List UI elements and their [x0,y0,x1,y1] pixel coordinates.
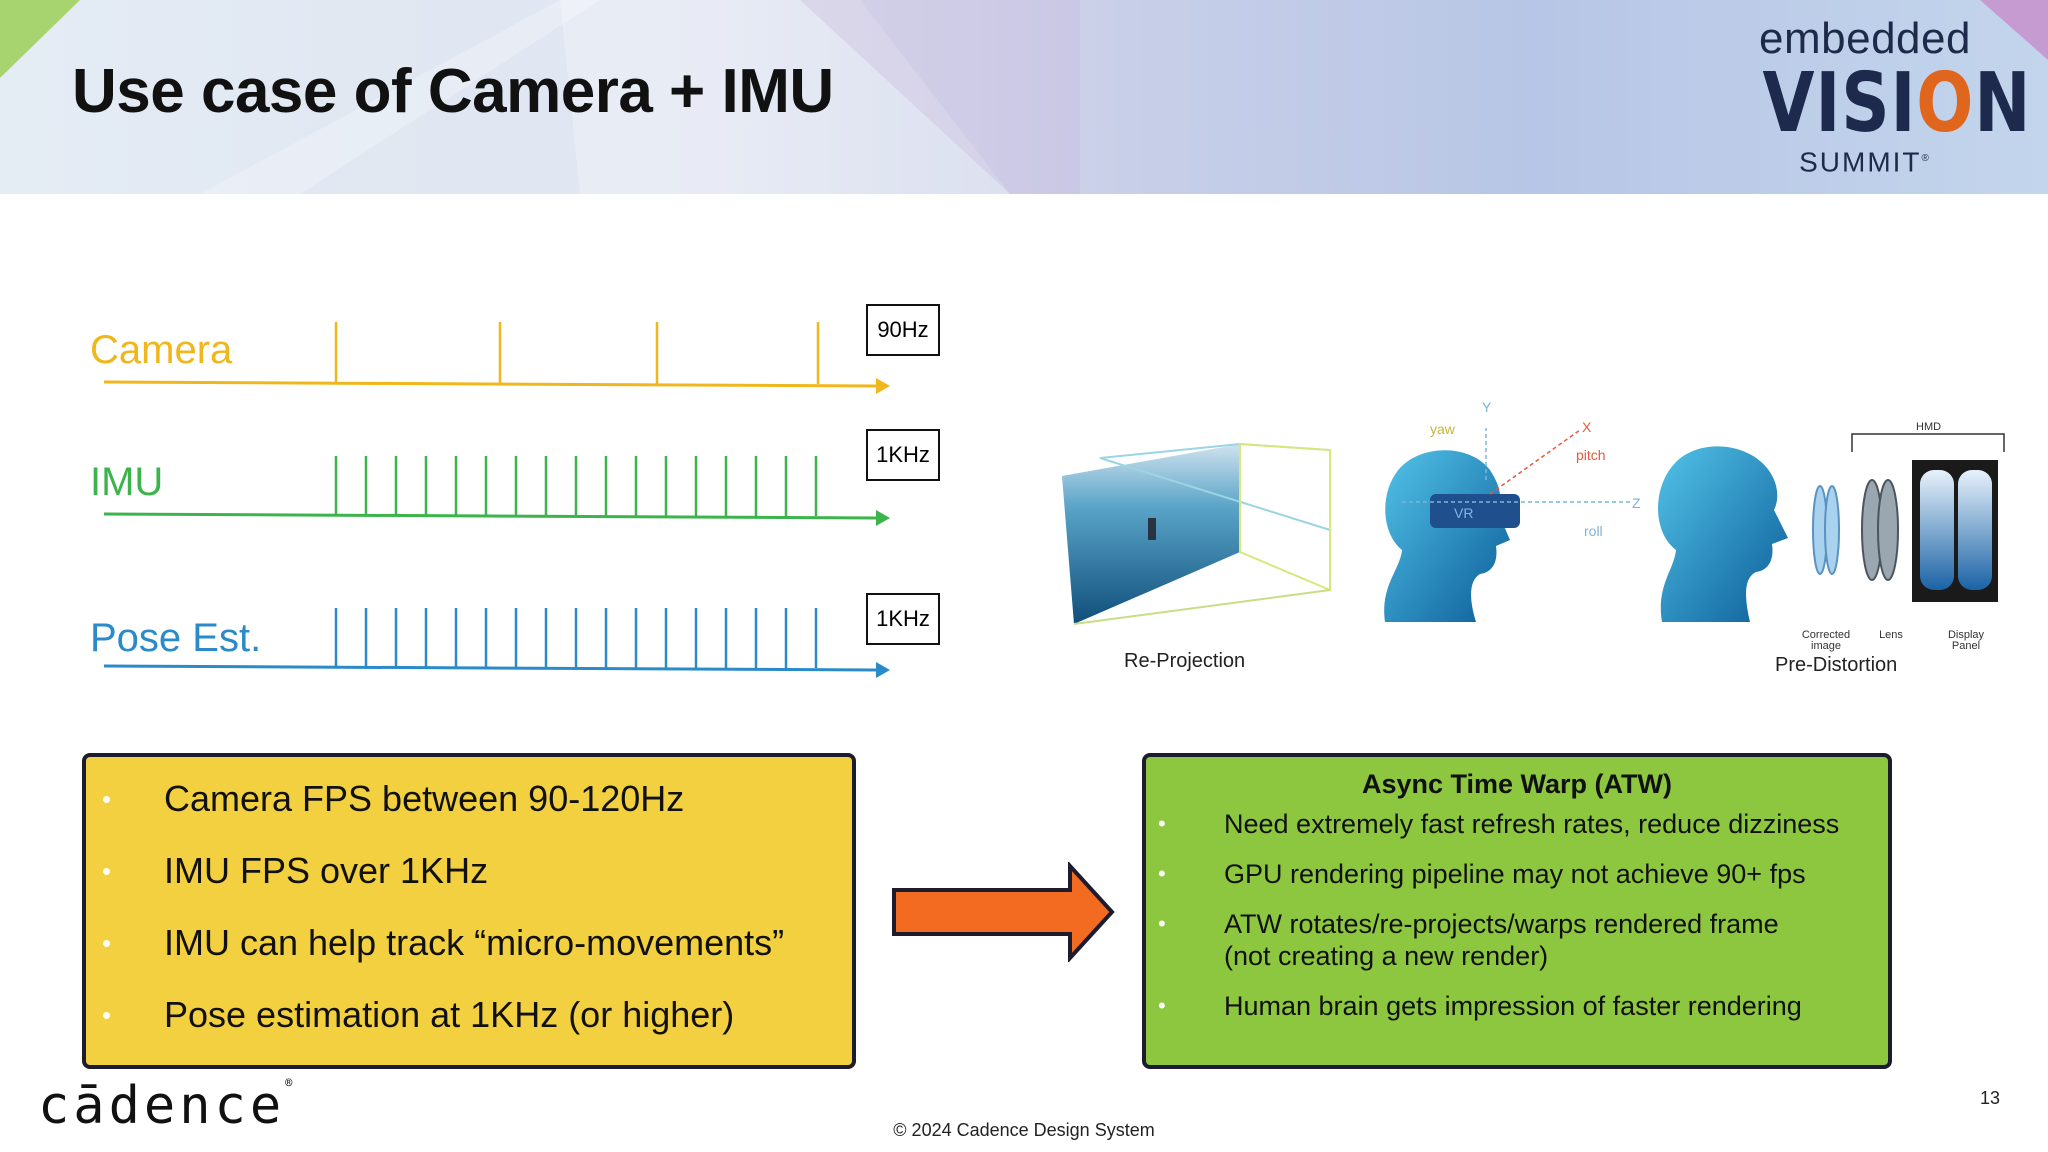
corrected-image-2 [1824,485,1840,575]
atw-item: ATW rotates/re-projects/warps rendered f… [1146,908,1888,972]
reprojection-caption: Re-Projection [1124,650,1246,672]
signal-label-pose: Pose Est. [90,616,262,660]
logo-bottom-text: SUMMIT® [1740,144,1990,177]
timeline-arrowhead-imu [876,510,890,526]
timeline-axis-imu [103,512,877,520]
axis-yaw-label: yaw [1430,421,1456,437]
logo-vision-o: O [1916,56,1975,151]
axis-z-label: Z [1632,495,1641,511]
signal-label-imu: IMU [90,460,164,504]
logo-vision-left: VISI [1762,56,1917,151]
oil-rig [1148,518,1156,540]
cadence-registered-mark: ® [285,1076,293,1090]
x-axis [1489,429,1581,495]
frustum-edge [1073,589,1331,625]
vr-headset-label: VR [1454,505,1473,521]
fact-item: IMU FPS over 1KHz [86,835,852,907]
cadence-name: cādence [38,1076,286,1136]
slide-title: Use case of Camera + IMU [72,57,834,126]
page-number: 13 [1980,1088,2001,1108]
fact-item: Camera FPS between 90-120Hz [86,763,852,835]
embedded-vision-summit-logo: embedded VISION SUMMIT® [1740,14,2031,184]
atw-title: Async Time Warp (ATW) [1361,769,1673,799]
rate-box-camera: 90Hz [866,304,940,356]
copyright-notice: © 2024 Cadence Design System [893,1120,1155,1140]
display-left [1920,470,1954,590]
logo-top-text: embedded [1759,14,1971,63]
display-right [1958,470,1992,590]
axis-y-label: Y [1482,399,1492,415]
reprojection-figure [1062,442,1331,625]
vr-headset [1430,494,1520,528]
fact-item: IMU can help track “micro-movements” [86,907,852,979]
vr-illustrations: VR Y yaw X pitch Z roll HMD [1062,399,2005,625]
atw-list: Need extremely fast refresh rates, reduc… [1146,808,1888,1022]
arrow-shape [892,862,1115,962]
part-lens: Lens [1879,629,1903,641]
header-facet-2 [800,0,1080,194]
atw-item: Human brain gets impression of faster re… [1146,990,1888,1022]
rate-box-imu: 1KHz [866,429,940,481]
signal-label-camera: Camera [90,328,233,372]
frustum-yellow [1239,442,1331,592]
part-display-panel: Display Panel [1947,629,1985,652]
lens-2 [1877,479,1899,581]
profile-head [1658,446,1788,622]
hmd-label: HMD [1916,421,1941,433]
axis-pitch-label: pitch [1576,447,1606,463]
fact-item: Pose estimation at 1KHz (or higher) [86,979,852,1051]
part-corrected-image: Corrected image [1801,629,1851,652]
rate-box-pose: 1KHz [866,593,940,645]
camera-imu-facts-box: Camera FPS between 90-120Hz IMU FPS over… [82,753,856,1069]
header-decoration [0,0,2048,194]
hmd-bracket [1851,433,2005,452]
logo-registered-mark: ® [1921,153,1931,164]
timeline-axis-pose [103,664,877,672]
camera-imu-facts-list: Camera FPS between 90-120Hz IMU FPS over… [86,763,852,1051]
atw-box: Async Time Warp (ATW) Need extremely fas… [1142,753,1892,1069]
logo-vision-right: N [1974,56,2032,151]
atw-item: Need extremely fast refresh rates, reduc… [1146,808,1888,840]
atw-item-line-2: (not creating a new render) [1224,941,1549,971]
head-axes-figure: VR Y yaw X pitch Z roll [1384,399,1641,622]
axis-x-label: X [1582,419,1592,435]
atw-item-line-1: ATW rotates/re-projects/warps rendered f… [1224,909,1779,939]
logo-middle-text: VISION [1763,63,2031,145]
timeline-axis-camera [103,380,877,388]
header-band: Use case of Camera + IMU embedded VISION… [0,0,2048,194]
logo-summit: SUMMIT [1799,146,1922,178]
axis-roll-label: roll [1584,523,1603,539]
corner-purple-triangle [1980,0,2048,60]
cadence-logo: cādence® [38,1076,292,1136]
header-facet-3 [200,0,600,194]
corner-green-triangle [0,0,80,78]
predistortion-caption: Pre-Distortion [1775,654,1898,676]
timeline-arrowhead-pose [876,662,890,678]
timing-diagram [103,322,890,678]
timeline-arrowhead-camera [876,378,890,394]
atw-item: GPU rendering pipeline may not achieve 9… [1146,858,1888,890]
predistortion-figure: HMD [1658,421,2005,622]
right-arrow [892,862,1115,962]
header-facet-1 [560,0,1010,194]
head-silhouette [1384,450,1510,622]
